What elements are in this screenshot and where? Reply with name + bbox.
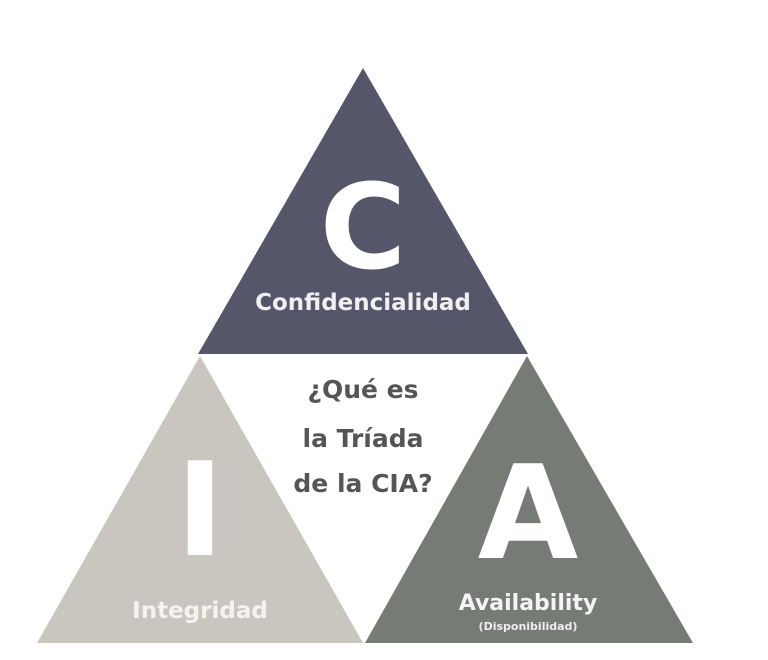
central-question: ¿Qué es la Tríada de la CIA? [293,375,432,498]
integrity-triangle [37,356,363,643]
question-line-3: de la CIA? [293,469,432,498]
confidentiality-letter: C [320,158,407,296]
integrity-label: Integridad [132,598,268,624]
question-line-2: la Tríada [303,424,424,453]
availability-triangle [365,356,693,643]
availability-letter: A [478,437,579,589]
availability-sublabel: (Disponibilidad) [479,620,578,633]
availability-label: Availability [459,591,598,616]
confidentiality-triangle [198,68,528,354]
confidentiality-label: Confidencialidad [255,290,471,316]
integrity-letter: I [176,434,224,586]
question-line-1: ¿Qué es [307,375,418,404]
